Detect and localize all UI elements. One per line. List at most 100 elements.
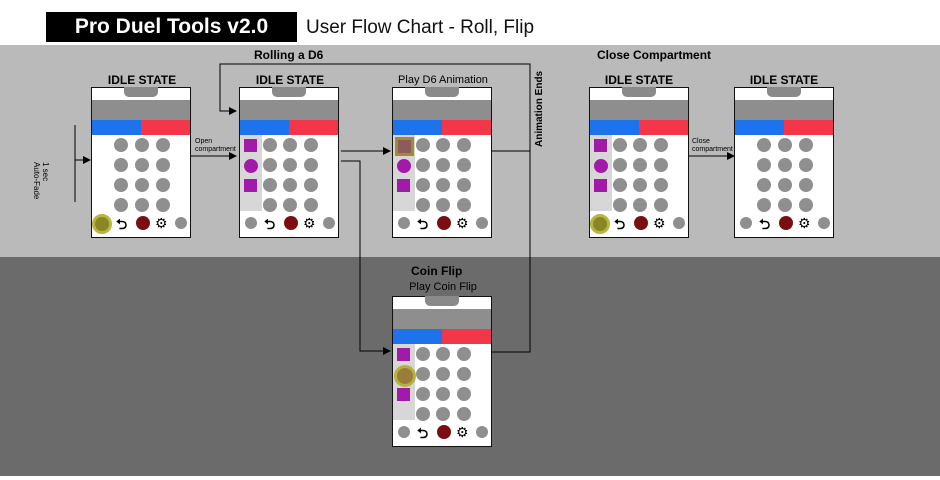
phone-d6: ⮌⚙ [392,87,492,238]
phone-notch [124,87,158,97]
counter-dot [283,178,297,192]
state-label-coin-flip: Play Coin Flip [409,281,477,293]
counter-dot [416,198,430,212]
record-button-icon [136,216,150,230]
header-bar [590,100,688,120]
end-dot-icon [818,217,830,229]
open-compartment-note: Open compartment [195,138,236,154]
counter-dot [457,158,471,172]
counter-dot [263,158,277,172]
header-bar [393,100,491,120]
counter-dot [633,198,647,212]
player-blue-bar [393,120,442,135]
menu-dot-icon [245,217,257,229]
section-coin-flip: Coin Flip [411,264,463,278]
counter-dot [135,178,149,192]
state-label-idle-4: IDLE STATE [749,73,819,87]
settings-gear-icon: ⚙ [456,215,469,231]
player-blue-bar [735,120,784,135]
dice-tool-icon [594,139,607,152]
state-label-idle-1: IDLE STATE [107,73,177,87]
close-line-2: compartment [692,146,733,153]
phone-notch [425,296,459,306]
counter-dot [114,198,128,212]
active-dice-icon [395,137,414,156]
active-coin-icon [394,365,416,387]
header-bar [735,100,833,120]
settings-gear-icon: ⚙ [653,215,666,231]
record-button-icon [284,216,298,230]
coin-tool-icon [397,159,411,173]
counter-dot [114,138,128,152]
coin-tool-icon [594,159,608,173]
section-rolling-d6: Rolling a D6 [254,48,324,62]
back-icon: ⮌ [759,216,771,232]
counter-dot [436,387,450,401]
counter-dot [457,367,471,381]
close-line-1: Close [692,138,710,145]
end-dot-icon [323,217,335,229]
counter-dot [436,198,450,212]
counter-dot [416,158,430,172]
dice-tool-icon [397,348,410,361]
phone-notch [622,87,656,97]
counter-dot [613,178,627,192]
counter-dot [283,138,297,152]
player-red-bar [639,120,688,135]
counter-dot [799,158,813,172]
counter-dot [263,178,277,192]
highlight-button-icon [92,214,112,234]
tool-square-icon [397,179,410,192]
menu-dot-icon [740,217,752,229]
counter-dot [654,138,668,152]
back-icon: ⮌ [417,216,429,232]
settings-gear-icon: ⚙ [155,215,168,231]
back-icon: ⮌ [614,216,626,232]
record-button-icon [634,216,648,230]
coin-end-line [492,151,531,353]
counter-dot [457,198,471,212]
counter-dot [457,387,471,401]
settings-gear-icon: ⚙ [303,215,316,231]
state-label-d6-animation: Play D6 Animation [398,74,488,86]
counter-dot [263,138,277,152]
player-red-bar [289,120,338,135]
counter-dot [778,178,792,192]
counter-dot [778,198,792,212]
counter-dot [156,198,170,212]
menu-dot-icon [398,426,410,438]
to-coin-arrow [341,160,391,355]
phone-notch [767,87,801,97]
header-bar [92,100,190,120]
header-bar [393,309,491,329]
counter-dot [263,198,277,212]
record-button-icon [437,216,451,230]
counter-dot [156,138,170,152]
counter-dot [283,158,297,172]
counter-dot [633,138,647,152]
open-line-1: Open [195,138,213,145]
counter-dot [114,158,128,172]
player-blue-bar [240,120,289,135]
counter-dot [778,158,792,172]
counter-dot [613,198,627,212]
counter-dot [416,367,430,381]
end-dot-icon [673,217,685,229]
phone-idle-3: ⮌⚙ [589,87,689,238]
counter-dot [156,178,170,192]
menu-dot-icon [398,217,410,229]
highlight-button-icon [590,214,610,234]
counter-dot [436,367,450,381]
player-red-bar [141,120,190,135]
counter-dot [416,407,430,421]
state-label-idle-2: IDLE STATE [255,73,325,87]
back-icon: ⮌ [264,216,276,232]
counter-dot [135,138,149,152]
state-label-idle-3: IDLE STATE [604,73,674,87]
counter-dot [457,347,471,361]
counter-dot [436,138,450,152]
settings-gear-icon: ⚙ [798,215,811,231]
counter-dot [304,198,318,212]
counter-dot [457,178,471,192]
player-red-bar [442,329,491,344]
